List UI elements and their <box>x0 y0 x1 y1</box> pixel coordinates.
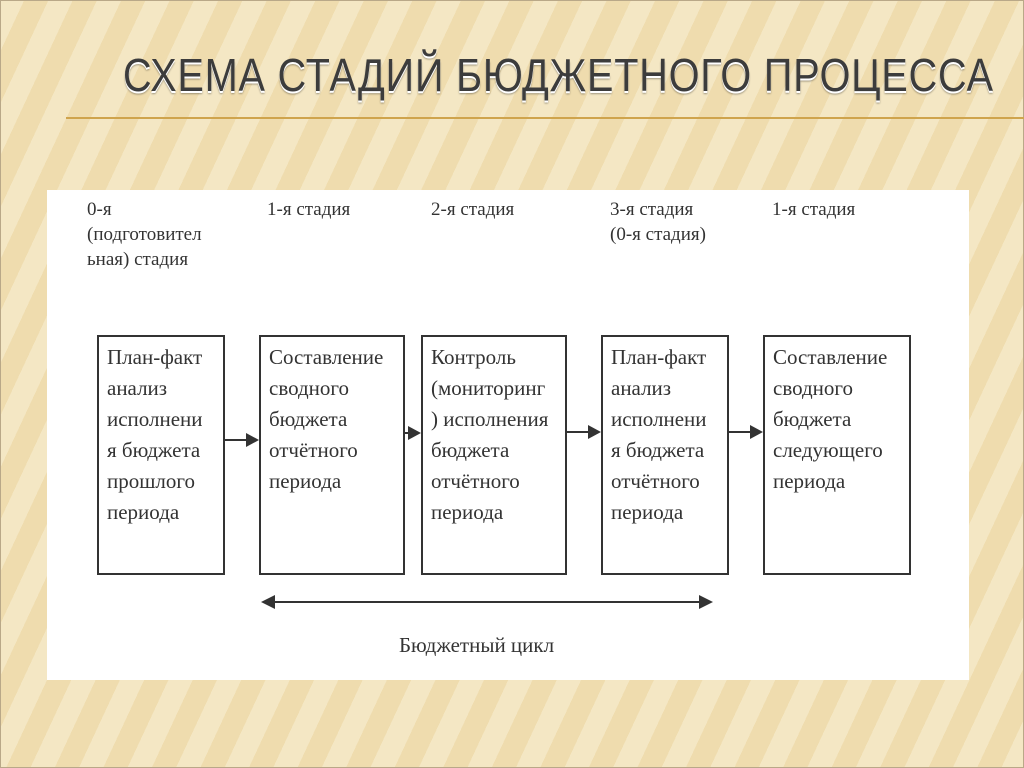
stage-label-4: 1-я стадия <box>772 197 855 222</box>
budget-cycle-label: Бюджетный цикл <box>399 633 555 657</box>
box-line: исполнени <box>107 407 203 431</box>
box-line: сводного <box>269 376 350 400</box>
stage-label-line: ьная) стадия <box>87 249 189 270</box>
arrowhead-0-1 <box>246 433 259 447</box>
box-line: периода <box>611 500 684 524</box>
box-line: прошлого <box>107 469 195 493</box>
arrowhead-2-3 <box>588 425 601 439</box>
budget-cycle-arrowhead-right <box>699 595 713 609</box>
stage-box-3: План-факт анализ исполнени я бюджета отч… <box>601 335 729 575</box>
box-line: бюджета <box>773 407 852 431</box>
stage-label-line: (подготовител <box>87 224 202 245</box>
box-line: сводного <box>773 376 854 400</box>
budget-cycle-arrowhead-left <box>261 595 275 609</box>
arrowhead-3-4 <box>750 425 763 439</box>
arrowhead-1-2 <box>408 426 421 440</box>
box-line: периода <box>107 500 180 524</box>
stage-box-2: Контроль (мониторинг ) исполнения бюджет… <box>421 335 567 575</box>
stage-label-line: (0-я стадия) <box>610 224 706 245</box>
box-line: следующего <box>773 438 883 462</box>
stage-label-0: 0-я (подготовител ьная) стадия <box>87 197 202 272</box>
box-line: Составление <box>269 345 384 369</box>
box-line: (мониторинг <box>431 376 546 400</box>
box-line: отчётного <box>611 469 700 493</box>
box-line: я бюджета <box>611 438 705 462</box>
stage-label-line: 2-я стадия <box>431 199 515 220</box>
slide-title: СХЕМА СТАДИЙ БЮДЖЕТНОГО ПРОЦЕССА <box>123 49 994 101</box>
box-line: ) исполнения <box>431 407 549 431</box>
stage-label-1: 1-я стадия <box>267 197 350 222</box>
stage-label-3: 3-я стадия (0-я стадия) <box>610 197 706 247</box>
stage-label-line: 3-я стадия <box>610 199 694 220</box>
box-line: бюджета <box>431 438 510 462</box>
box-line: периода <box>773 469 846 493</box>
box-line: исполнени <box>611 407 707 431</box>
box-line: анализ <box>611 376 672 400</box>
box-line: периода <box>269 469 342 493</box>
stage-box-0: План-факт анализ исполнени я бюджета про… <box>97 335 225 575</box>
stage-box-4: Составление сводного бюджета следующего … <box>763 335 911 575</box>
box-line: Контроль <box>431 345 516 369</box>
box-line: периода <box>431 500 504 524</box>
connector-arrows <box>225 425 763 609</box>
stage-label-2: 2-я стадия <box>431 197 514 222</box>
box-line: Составление <box>773 345 888 369</box>
stage-label-line: 1-я стадия <box>267 199 351 220</box>
title-divider <box>66 117 1024 119</box>
stage-label-line: 0-я <box>87 199 112 220</box>
box-line: отчётного <box>431 469 520 493</box>
diagram-panel: 0-я (подготовител ьная) стадия 1-я стади… <box>47 190 969 680</box>
stage-box-1: Составление сводного бюджета отчётного п… <box>259 335 405 575</box>
box-line: бюджета <box>269 407 348 431</box>
box-line: План-факт <box>611 345 707 369</box>
box-line: План-факт <box>107 345 203 369</box>
box-line: я бюджета <box>107 438 201 462</box>
box-line: анализ <box>107 376 168 400</box>
stage-label-line: 1-я стадия <box>772 199 856 220</box>
box-line: отчётного <box>269 438 358 462</box>
